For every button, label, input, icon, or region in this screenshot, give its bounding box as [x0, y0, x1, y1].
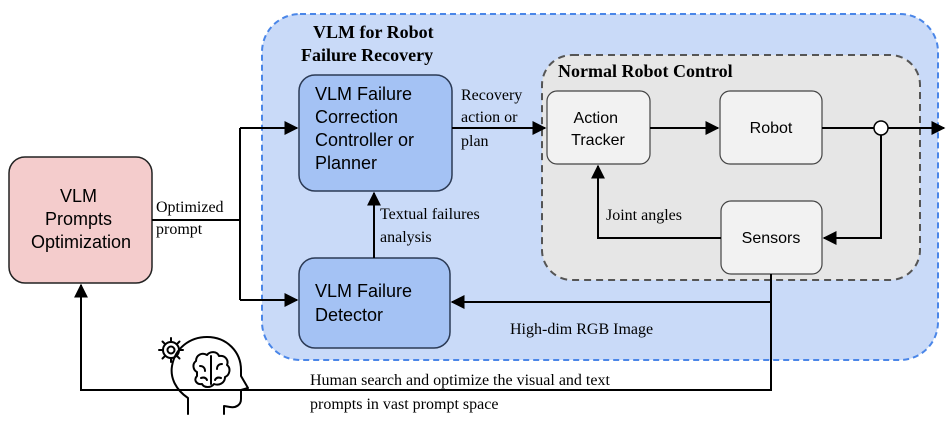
gear-icon: [158, 337, 184, 363]
edge-feedback-loop: [74, 283, 772, 391]
label-recovery: Recovery action or plan: [461, 87, 526, 150]
prompts-optimization-label: VLM Prompts Optimization: [31, 186, 131, 252]
vlm-region-title-line1: VLM for Robot: [313, 22, 434, 42]
vlm-region-title-line2: Failure Recovery: [301, 45, 433, 65]
edge-junction-to-sensors: [822, 135, 882, 245]
human-head-gear-brain-icon: [158, 336, 249, 415]
brain-icon: [192, 351, 231, 388]
normal-control-title: Normal Robot Control: [558, 61, 733, 81]
label-joint-angles: Joint angles: [606, 207, 682, 224]
correction-controller-label: VLM Failure Correction Controller or Pla…: [315, 84, 419, 173]
correction-controller-box: [298, 74, 453, 192]
label-human-search: Human search and optimize the visual and…: [310, 372, 614, 413]
failure-detector-label: VLM Failure Detector: [315, 281, 417, 325]
head-outline-icon: [170, 336, 249, 415]
action-tracker-label: Action Tracker: [571, 110, 625, 149]
junction-node: [873, 120, 889, 136]
label-textual-failures: Textual failures analysis: [380, 206, 484, 246]
action-tracker-box: [546, 90, 651, 165]
label-rgb-image: High-dim RGB Image: [510, 321, 653, 338]
failure-detector-box: [298, 257, 451, 349]
sensors-label: Sensors: [742, 230, 801, 247]
label-optimized-prompt: Optimized prompt: [156, 199, 228, 238]
edge-sensors-to-tracker: [591, 164, 721, 239]
robot-label: Robot: [750, 120, 793, 137]
